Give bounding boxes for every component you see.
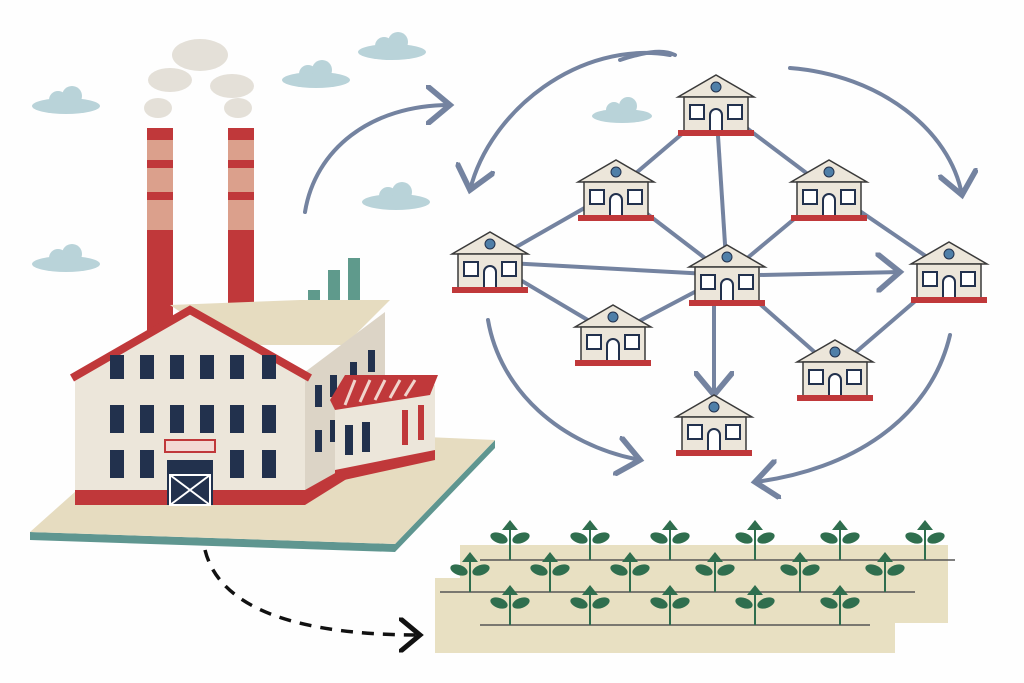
plant bbox=[490, 520, 530, 560]
factory-window bbox=[140, 450, 154, 478]
cloud bbox=[32, 86, 100, 114]
plant bbox=[530, 552, 570, 592]
factory-window bbox=[110, 405, 124, 433]
plant bbox=[650, 520, 690, 560]
smoke bbox=[144, 39, 254, 118]
plant bbox=[865, 552, 905, 592]
side-window bbox=[315, 430, 322, 452]
plants bbox=[440, 520, 955, 626]
arrow-bottom-left bbox=[486, 318, 640, 460]
crop-fields bbox=[435, 520, 955, 653]
factory-window bbox=[140, 355, 154, 379]
factory-window bbox=[170, 405, 184, 433]
plant bbox=[695, 552, 735, 592]
factory-window bbox=[262, 450, 276, 478]
cloud bbox=[32, 244, 100, 272]
cloud bbox=[358, 32, 426, 60]
factory-window bbox=[170, 355, 184, 379]
plant bbox=[570, 520, 610, 560]
house bbox=[675, 74, 757, 136]
arrow-top-right bbox=[788, 66, 962, 195]
factory-window bbox=[200, 355, 214, 379]
arrow-bottom-right bbox=[755, 333, 952, 482]
plant bbox=[735, 520, 775, 560]
house bbox=[908, 241, 990, 303]
factory-window bbox=[110, 450, 124, 478]
arrow-factory-to-network bbox=[303, 105, 450, 214]
plant bbox=[650, 585, 690, 625]
factory-door bbox=[167, 460, 213, 506]
plant bbox=[820, 520, 860, 560]
factory-window bbox=[140, 405, 154, 433]
factory bbox=[30, 39, 495, 552]
side-window bbox=[330, 420, 337, 442]
plant bbox=[490, 585, 530, 625]
side-window bbox=[350, 362, 357, 384]
dashed-arrow-factory-to-fields bbox=[203, 549, 420, 635]
plant bbox=[905, 520, 945, 560]
house bbox=[686, 244, 768, 306]
field-front bbox=[435, 578, 895, 653]
side-window bbox=[330, 375, 337, 397]
plant bbox=[780, 552, 820, 592]
house bbox=[572, 304, 654, 366]
platform-edge bbox=[30, 440, 495, 552]
factory-window bbox=[230, 355, 244, 379]
side-window bbox=[368, 350, 375, 372]
factory-windows bbox=[110, 350, 375, 478]
network-arrow bbox=[759, 272, 900, 275]
clouds bbox=[32, 32, 652, 272]
plant bbox=[820, 585, 860, 625]
house bbox=[788, 159, 870, 221]
plant bbox=[735, 585, 775, 625]
factory-window bbox=[262, 405, 276, 433]
network-link bbox=[489, 260, 728, 277]
house bbox=[449, 231, 531, 293]
cycle-arrows bbox=[303, 49, 962, 482]
house bbox=[575, 159, 657, 221]
plant bbox=[450, 552, 490, 592]
factory-window bbox=[200, 405, 214, 433]
house bbox=[794, 339, 876, 401]
houses bbox=[449, 74, 990, 456]
chimney-left bbox=[147, 128, 173, 338]
factory-window bbox=[262, 355, 276, 379]
cloud bbox=[592, 97, 652, 123]
annex bbox=[330, 375, 438, 482]
plant bbox=[570, 585, 610, 625]
house bbox=[673, 394, 755, 456]
front-wall bbox=[75, 312, 305, 505]
factory-window bbox=[230, 450, 244, 478]
side-window bbox=[315, 385, 322, 407]
door-sign bbox=[164, 439, 216, 453]
factory-window bbox=[110, 355, 124, 379]
arrow-left-up bbox=[618, 49, 677, 62]
cloud bbox=[362, 182, 430, 210]
plant bbox=[610, 552, 650, 592]
cloud bbox=[282, 60, 350, 88]
factory-window bbox=[230, 405, 244, 433]
